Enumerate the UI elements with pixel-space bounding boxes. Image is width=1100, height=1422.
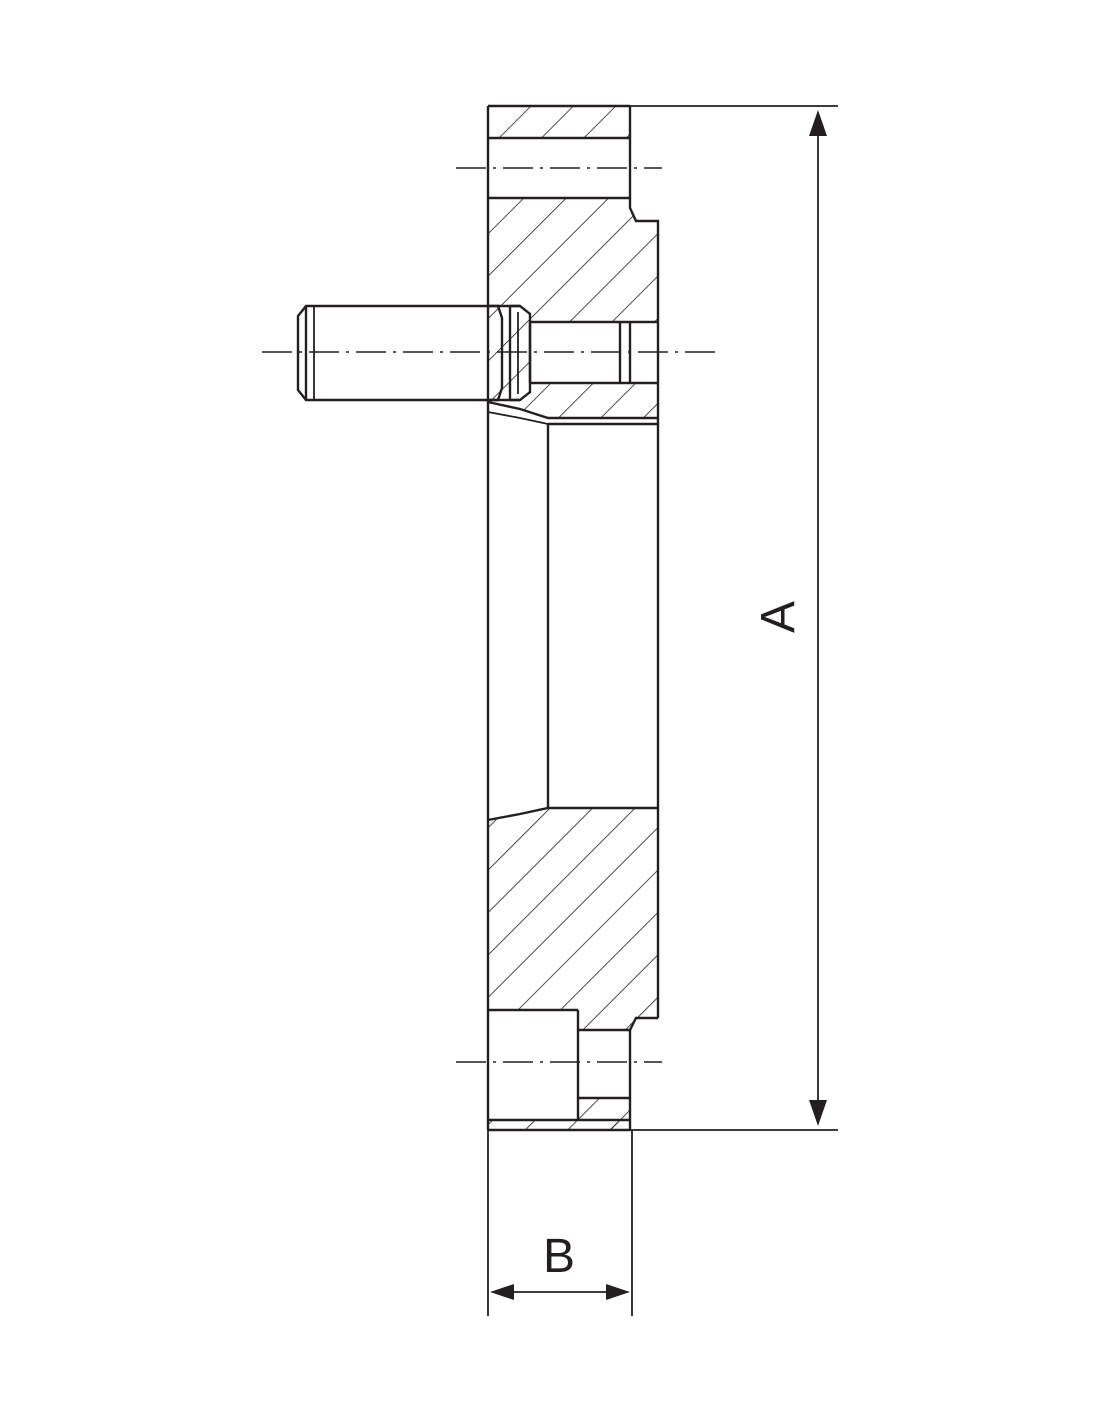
locating-pin: [296, 304, 532, 402]
center-lines: [262, 167, 722, 1063]
arrowhead-a-top: [809, 110, 827, 136]
dimension-a-label: A: [752, 601, 805, 633]
arrowhead-a-bottom: [809, 1100, 827, 1126]
hatch-top-band: [488, 106, 630, 138]
dimension-a: A: [630, 105, 838, 1131]
dimension-b-label: B: [543, 1230, 575, 1283]
hatch-upper-body: [488, 198, 658, 418]
arrowhead-b-right: [606, 1284, 630, 1300]
dimension-b: B: [487, 1130, 633, 1316]
hatch-lower-body: [488, 808, 658, 1030]
hatch-bottom-band: [488, 1120, 630, 1130]
section-hatching: [488, 106, 658, 1130]
arrowhead-b-left: [490, 1284, 514, 1300]
